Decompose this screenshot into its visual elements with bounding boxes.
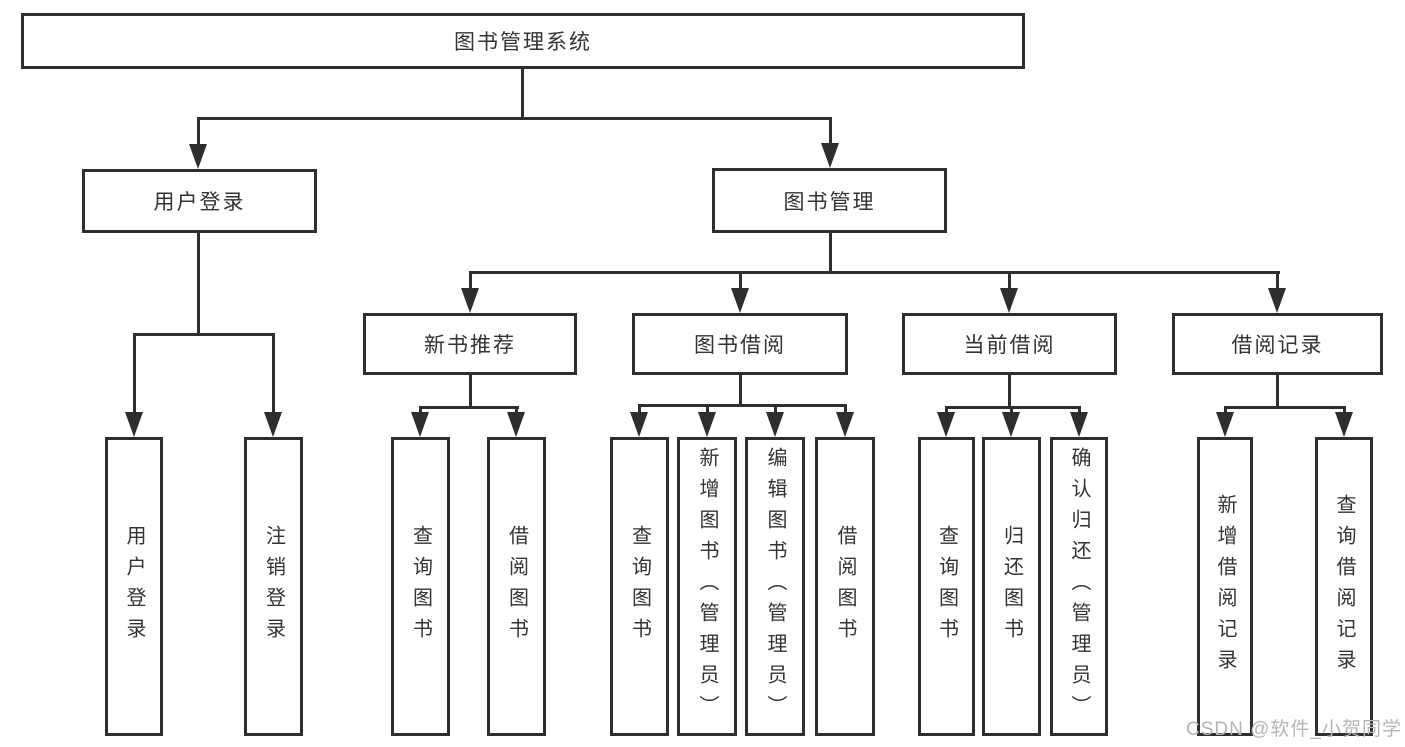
node-label: 查询图书 xyxy=(628,524,651,649)
node-label: 用户登录 xyxy=(153,191,246,214)
arrow-down-icon xyxy=(189,144,207,169)
watermark: CSDN @软件_小贺同学 xyxy=(1186,719,1402,740)
node-book-borrow: 图书借阅 xyxy=(632,313,848,375)
node-label: 图书管理 xyxy=(783,190,876,214)
connector-line xyxy=(197,117,200,146)
leaf-confirm-return-admin: 确认归还（管理员） xyxy=(1050,437,1108,736)
arrow-down-icon xyxy=(1268,288,1286,313)
connector-line xyxy=(1078,406,1081,414)
arrow-down-icon xyxy=(836,412,854,437)
connector-line xyxy=(638,404,847,407)
connector-line xyxy=(1008,271,1011,289)
connector-line xyxy=(469,271,1280,274)
connector-line xyxy=(272,333,275,413)
connector-line xyxy=(739,271,742,289)
arrow-down-icon xyxy=(507,412,525,437)
arrow-down-icon xyxy=(1216,412,1234,437)
leaf-query-books: 查询图书 xyxy=(391,437,450,736)
connector-line xyxy=(521,69,524,118)
node-label: 借阅图书 xyxy=(505,524,528,649)
arrow-down-icon xyxy=(821,143,839,168)
node-label: 图书借阅 xyxy=(694,334,786,357)
arrow-down-icon xyxy=(698,412,716,437)
node-borrow-records: 借阅记录 xyxy=(1172,313,1383,375)
node-label: 图书管理系统 xyxy=(454,31,592,54)
node-new-book-recommend: 新书推荐 xyxy=(363,313,577,375)
leaf-query-books: 查询图书 xyxy=(610,437,669,736)
arrow-down-icon xyxy=(125,412,143,437)
arrow-down-icon xyxy=(461,288,479,313)
node-label: 借阅图书 xyxy=(834,524,856,649)
connector-line xyxy=(774,404,777,414)
connector-line xyxy=(1224,406,1227,414)
node-label: 归还图书 xyxy=(1000,524,1023,649)
connector-line xyxy=(419,406,519,409)
node-user-login: 用户登录 xyxy=(82,169,317,233)
leaf-return-books: 归还图书 xyxy=(982,437,1041,736)
node-label: 注销登录 xyxy=(262,524,285,649)
node-label: 新增借阅记录 xyxy=(1214,493,1236,680)
node-book-management: 图书管理 xyxy=(712,168,947,233)
connector-line xyxy=(1224,406,1346,409)
connector-line xyxy=(844,404,847,414)
connector-line xyxy=(638,404,641,414)
leaf-add-borrow-record: 新增借阅记录 xyxy=(1197,437,1253,736)
node-library-system: 图书管理系统 xyxy=(21,13,1025,69)
arrow-down-icon xyxy=(937,412,955,437)
node-label: 查询图书 xyxy=(935,524,958,649)
connector-line xyxy=(945,406,948,414)
connector-line xyxy=(133,333,275,336)
connector-line xyxy=(945,406,1081,409)
node-label: 编辑图书（管理员） xyxy=(764,447,786,726)
arrow-down-icon xyxy=(766,412,784,437)
connector-line xyxy=(133,333,136,413)
connector-line xyxy=(1276,271,1279,289)
arrow-down-icon xyxy=(1000,288,1018,313)
connector-line xyxy=(197,117,832,120)
connector-line xyxy=(1010,406,1013,414)
leaf-borrow-books: 借阅图书 xyxy=(487,437,546,736)
node-label: 查询图书 xyxy=(409,524,432,649)
arrow-down-icon xyxy=(731,288,749,313)
node-label: 新书推荐 xyxy=(424,334,516,357)
node-label: 新增图书（管理员） xyxy=(696,447,718,726)
connector-line xyxy=(706,404,709,414)
arrow-down-icon xyxy=(1002,412,1020,437)
node-label: 用户登录 xyxy=(123,524,145,649)
connector-line xyxy=(469,375,472,409)
node-label: 查询借阅记录 xyxy=(1333,493,1355,680)
node-label: 确认归还（管理员） xyxy=(1068,447,1090,726)
arrow-down-icon xyxy=(1070,412,1088,437)
connector-line xyxy=(197,233,200,336)
leaf-add-books-admin: 新增图书（管理员） xyxy=(677,437,737,736)
connector-line xyxy=(1343,406,1346,414)
node-label: 当前借阅 xyxy=(963,334,1056,357)
leaf-query-borrow-record: 查询借阅记录 xyxy=(1315,437,1373,736)
connector-line xyxy=(829,233,832,274)
leaf-query-books: 查询图书 xyxy=(918,437,975,736)
arrow-down-icon xyxy=(411,412,429,437)
connector-line xyxy=(1008,375,1011,409)
arrow-down-icon xyxy=(630,412,648,437)
leaf-logout: 注销登录 xyxy=(244,437,303,736)
connector-line xyxy=(515,406,518,414)
connector-line xyxy=(469,271,472,289)
leaf-borrow-books: 借阅图书 xyxy=(815,437,875,736)
leaf-user-login: 用户登录 xyxy=(105,437,163,736)
node-current-borrow: 当前借阅 xyxy=(902,313,1117,375)
leaf-edit-books-admin: 编辑图书（管理员） xyxy=(745,437,805,736)
arrow-down-icon xyxy=(264,412,282,437)
node-label: 借阅记录 xyxy=(1231,334,1324,357)
arrow-down-icon xyxy=(1335,412,1353,437)
connector-line xyxy=(1276,375,1279,409)
connector-line xyxy=(739,375,742,407)
connector-line xyxy=(419,406,422,414)
connector-line xyxy=(829,117,832,145)
